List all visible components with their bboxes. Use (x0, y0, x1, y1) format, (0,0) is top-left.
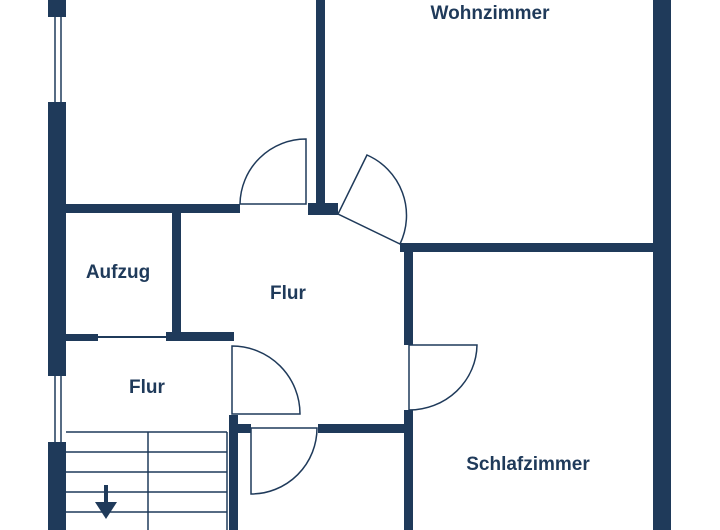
staircase (66, 431, 228, 530)
door-flur-lower (231, 345, 301, 415)
wall-flur-bottom-left (229, 424, 251, 433)
thin-lines (54, 17, 166, 442)
door-wohnzimmer (336, 154, 408, 246)
wall-left-top (48, 0, 66, 17)
door-schlafzimmer (408, 344, 478, 411)
wall-aufzug-top (66, 204, 240, 213)
stair-direction-arrow-icon (95, 485, 117, 519)
wall-left-middle (48, 102, 66, 376)
room-label-schlafzimmer: Schlafzimmer (466, 454, 590, 475)
room-label-flur-upper: Flur (270, 283, 306, 304)
wall-wohnzimmer-stub (308, 203, 338, 215)
wall-wohnzimmer-left (316, 0, 325, 205)
walls (48, 0, 671, 530)
wall-wohnzimmer-bottom (400, 243, 662, 252)
door-bottom-room (250, 427, 318, 495)
room-label-wohnzimmer: Wohnzimmer (431, 3, 551, 24)
wall-flur-bottom-right (318, 424, 412, 433)
room-label-flur-lower: Flur (129, 377, 165, 398)
room-label-aufzug: Aufzug (86, 262, 150, 283)
door-flur-left-upper (239, 138, 307, 205)
wall-aufzug-right (172, 210, 181, 334)
wall-schlafzimmer-left-bottom (404, 410, 413, 530)
wall-aufzug-bottom-right (166, 332, 234, 341)
door-swings (231, 138, 478, 495)
wall-aufzug-bottom-left (66, 334, 98, 341)
wall-flur-lower-right (229, 415, 238, 530)
wall-left-bottom (48, 442, 66, 530)
wall-schlafzimmer-left-top (404, 252, 413, 345)
wall-right (653, 0, 671, 530)
